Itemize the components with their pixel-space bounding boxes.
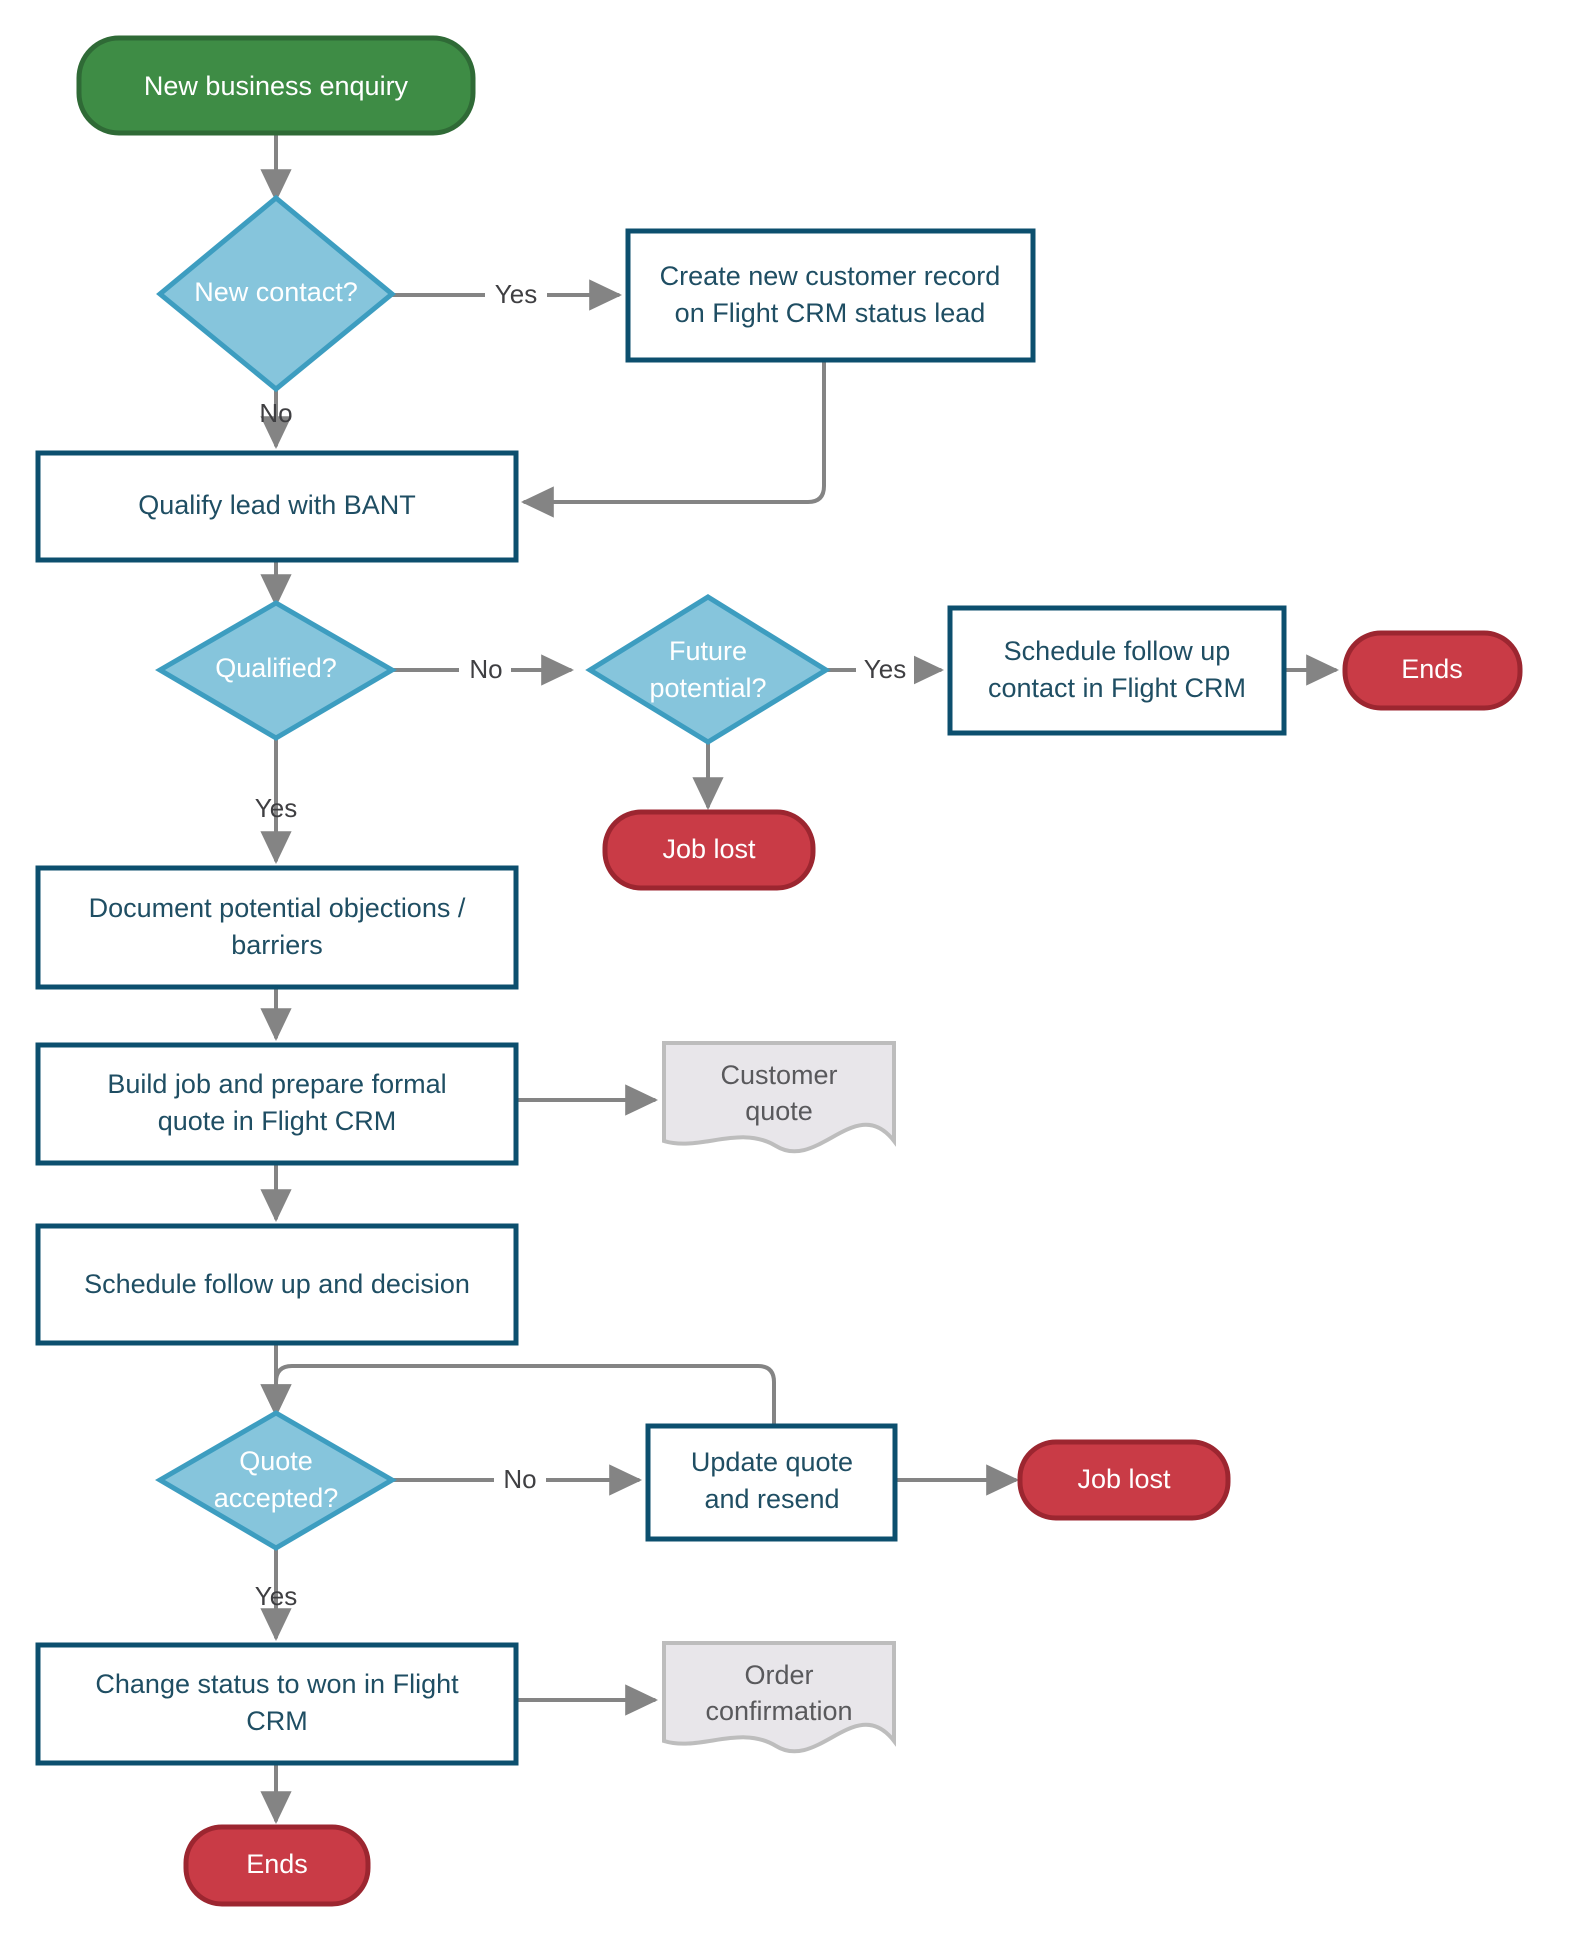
edge-update-quote-loopback (260, 1364, 776, 1432)
process-shape[interactable] (35, 450, 519, 563)
document-shape[interactable] (662, 1641, 896, 1754)
node-label-create-record-line2: on Flight CRM status lead (675, 298, 986, 328)
node-job-lost-bottom[interactable]: Job lost (1017, 1439, 1231, 1521)
process-shape[interactable] (35, 1042, 519, 1166)
node-layer: New business enquiry New contact? Create… (35, 35, 1523, 1907)
process-shape[interactable] (645, 1423, 898, 1542)
node-label-future-potential-line1: Future (669, 636, 747, 666)
terminator-shape[interactable] (602, 809, 816, 891)
node-label-quote-accepted-line2: accepted? (214, 1483, 339, 1513)
node-label-schedule-followup-line1: Schedule follow up (1004, 636, 1231, 666)
document-shape[interactable] (662, 1041, 896, 1154)
edge-label-bg-qualified-no (459, 650, 511, 690)
edge-label-qualified-no: No (469, 654, 502, 684)
terminator-shape[interactable] (183, 1824, 371, 1907)
node-label-schedule-decision: Schedule follow up and decision (84, 1269, 470, 1299)
edge-label-future-potential-yes: Yes (864, 654, 906, 684)
node-document-potential-objections[interactable]: Document potential objections / barriers (35, 865, 519, 990)
node-label-schedule-followup-line2: contact in Flight CRM (988, 673, 1246, 703)
node-label-future-potential-line2: potential? (649, 673, 766, 703)
node-new-contact-decision[interactable]: New contact? (156, 194, 396, 393)
node-label-customer-quote-line1: Customer (720, 1060, 837, 1090)
node-label-quote-accepted-line1: Quote (239, 1446, 313, 1476)
terminator-shape[interactable] (76, 35, 476, 136)
edge-label-bg-quote-accepted-no (494, 1460, 546, 1500)
process-shape[interactable] (947, 605, 1287, 736)
node-label-new-contact: New contact? (194, 277, 358, 307)
process-shape[interactable] (35, 1642, 519, 1766)
node-label-change-status-line1: Change status to won in Flight (95, 1669, 459, 1699)
node-future-potential-decision[interactable]: Future potential? (585, 594, 831, 745)
node-schedule-followup-and-decision[interactable]: Schedule follow up and decision (35, 1223, 519, 1346)
decision-shape[interactable] (155, 1410, 397, 1551)
node-build-job-prepare-quote[interactable]: Build job and prepare formal quote in Fl… (35, 1042, 519, 1166)
terminator-shape[interactable] (1017, 1439, 1231, 1521)
decision-shape[interactable] (585, 594, 831, 745)
process-shape[interactable] (35, 865, 519, 990)
node-label-document-objections-line2: barriers (231, 930, 323, 960)
node-change-status-to-won[interactable]: Change status to won in Flight CRM (35, 1642, 519, 1766)
node-create-new-customer-record[interactable]: Create new customer record on Flight CRM… (625, 228, 1036, 363)
node-label-create-record-line1: Create new customer record (660, 261, 1001, 291)
edge-label-quote-accepted-no: No (503, 1464, 536, 1494)
edge-create-record-to-qualify (520, 358, 826, 518)
node-label-customer-quote-line2: quote (745, 1096, 813, 1126)
node-label-change-status-line2: CRM (246, 1706, 308, 1736)
decision-shape[interactable] (155, 600, 397, 741)
edge-label-quote-accepted-yes: Yes (255, 1581, 297, 1611)
node-quote-accepted-decision[interactable]: Quote accepted? (155, 1410, 397, 1551)
decision-shape[interactable] (156, 194, 396, 393)
node-label-document-objections-line1: Document potential objections / (89, 893, 466, 923)
node-label-start: New business enquiry (144, 71, 409, 101)
node-order-confirmation-document[interactable]: Order confirmation (662, 1641, 896, 1754)
node-label-update-quote-line1: Update quote (691, 1447, 853, 1477)
node-label-build-job-line2: quote in Flight CRM (158, 1106, 397, 1136)
terminator-shape[interactable] (1342, 630, 1523, 711)
node-customer-quote-document[interactable]: Customer quote (662, 1041, 896, 1154)
edge-label-qualified-yes: Yes (255, 793, 297, 823)
edge-label-new-contact-no: No (259, 398, 292, 428)
edge-label-bg-future-potential-yes (856, 650, 914, 690)
node-label-qualify-bant: Qualify lead with BANT (138, 490, 416, 520)
edge-label-bg-new-contact-yes (485, 275, 547, 315)
node-label-ends-top: Ends (1401, 654, 1463, 684)
node-qualify-lead-with-bant[interactable]: Qualify lead with BANT (35, 450, 519, 563)
node-qualified-decision[interactable]: Qualified? (155, 600, 397, 741)
node-label-ends-bottom: Ends (246, 1849, 308, 1879)
node-job-lost-top[interactable]: Job lost (602, 809, 816, 891)
node-label-order-confirmation-line2: confirmation (705, 1696, 852, 1726)
node-label-qualified: Qualified? (215, 653, 337, 683)
edge-label-layer: Yes No No Yes Yes No Yes (255, 275, 914, 1611)
process-shape[interactable] (35, 1223, 519, 1346)
node-label-build-job-line1: Build job and prepare formal (107, 1069, 446, 1099)
node-label-job-lost-bottom: Job lost (1077, 1464, 1171, 1494)
node-ends-top[interactable]: Ends (1342, 630, 1523, 711)
node-label-update-quote-line2: and resend (704, 1484, 839, 1514)
node-label-order-confirmation-line1: Order (744, 1660, 813, 1690)
node-schedule-followup-contact[interactable]: Schedule follow up contact in Flight CRM (947, 605, 1287, 736)
node-new-business-enquiry[interactable]: New business enquiry (76, 35, 476, 136)
edge-label-new-contact-yes: Yes (495, 279, 537, 309)
node-ends-bottom[interactable]: Ends (183, 1824, 371, 1907)
process-shape[interactable] (625, 228, 1036, 363)
node-update-quote-and-resend[interactable]: Update quote and resend (645, 1423, 898, 1542)
node-label-job-lost-top: Job lost (662, 834, 756, 864)
